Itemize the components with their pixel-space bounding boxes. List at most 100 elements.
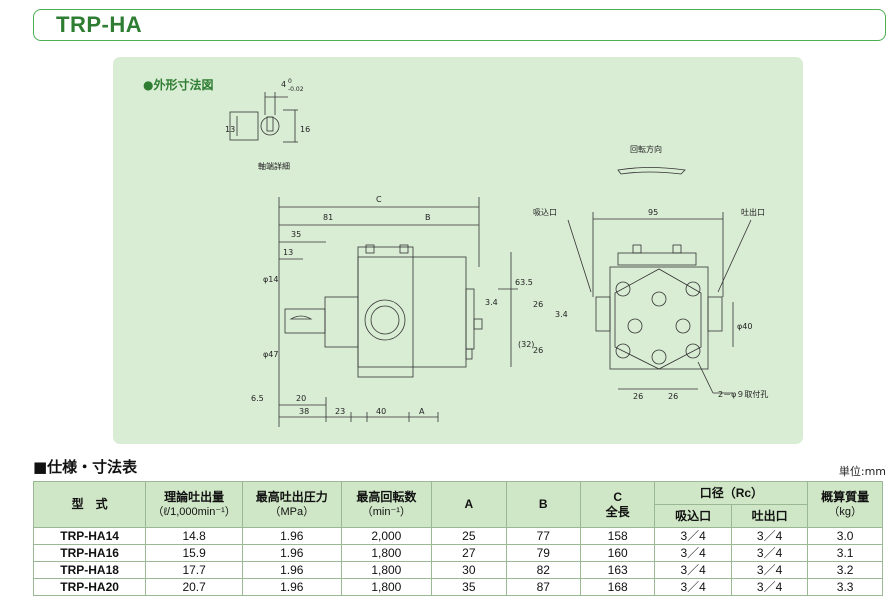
dimension-drawing: 4 0 -0.02 13 16 軸端詳細 回転方向 C 81 B 35 13 φ… [225,78,768,427]
cell-mass: 3.0 [807,527,883,545]
header-speed-label: 最高回転数 [356,489,417,504]
cell-B: 82 [505,561,581,579]
cell-speed: 1,800 [340,578,433,596]
dim-81: 81 [323,213,333,222]
dim-35: 35 [291,230,301,239]
cell-pressure: 1.96 [242,578,342,596]
front-body [357,256,467,368]
cell-discharge: 3／4 [730,561,809,579]
header-A: A [431,481,507,528]
dim-63-5: 63.5 [515,278,533,287]
spec-section-title: ■仕様・寸法表 [33,458,138,476]
key-tol-lower: -0.02 [288,86,304,93]
cell-mass: 3.3 [807,578,883,596]
header-flow-label: 理論吐出量 [164,489,225,504]
key-tol-upper: 0 [288,78,292,85]
unit-label: 単位:mm [838,465,886,478]
header-B: B [505,481,581,528]
cell-A: 30 [431,561,507,579]
suction-label: 吸込口 [533,208,557,217]
cell-A: 27 [431,544,507,562]
dim-40: 40 [376,407,386,416]
cell-suction: 3／4 [654,544,732,562]
cell-flow: 15.9 [145,544,244,562]
header-C-sub: 全長 [605,504,630,519]
cell-flow: 17.7 [145,561,244,579]
key-slot [266,116,274,132]
cell-A: 35 [431,578,507,596]
header-port: 口径（Rc） [654,481,809,505]
cell-discharge: 3／4 [730,544,809,562]
dim-23: 23 [335,407,345,416]
cell-model: TRP-HA16 [32,544,147,562]
dim-32: (32) [518,340,534,349]
shaft-end-outline [229,111,259,141]
table-row: TRP-HA14 14.8 1.96 2,000 25 77 158 3／4 3… [32,527,883,545]
dim-16: 16 [300,125,310,134]
dim-95: 95 [648,208,658,217]
dim-C: C [376,195,382,204]
cell-pressure: 1.96 [242,544,342,562]
cell-speed: 1,800 [340,544,433,562]
drawing-panel [113,57,803,444]
dim-phi40: φ40 [737,322,752,331]
title-box: TRP-HA [33,9,886,41]
shaft [284,308,326,334]
shaft-circle [260,116,280,136]
dim-B: B [425,213,431,222]
cell-A: 25 [431,527,507,545]
key-width-dim: 4 [281,80,286,89]
header-speed: 最高回転数 （min⁻¹） [340,481,433,528]
cell-C: 158 [579,527,656,545]
header-mass-unit: （kg） [828,505,862,518]
dim-phi47: φ47 [263,350,278,359]
dim-38: 38 [299,407,309,416]
cell-model: TRP-HA18 [32,561,147,579]
header-suction: 吸込口 [654,504,732,528]
table-row: TRP-HA20 20.7 1.96 1,800 35 87 168 3／4 3… [32,578,883,596]
drawing-label: ●外形寸法図 [143,78,214,92]
dim-26b: 26 [533,346,543,355]
header-pressure: 最高吐出圧力 （MPa） [242,481,342,528]
cell-B: 77 [505,527,581,545]
dim-3-4b: 3.4 [555,310,568,319]
flange [324,296,359,348]
header-model: 型 式 [32,481,147,528]
header-mass: 概算質量 （kg） [807,481,883,528]
header-pressure-label: 最高吐出圧力 [255,489,328,504]
cell-discharge: 3／4 [730,527,809,545]
spec-table: 型 式 理論吐出量 （ℓ/1,000min⁻¹） 最高吐出圧力 （MPa） 最高… [32,481,883,596]
cell-suction: 3／4 [654,527,732,545]
square-flange [614,268,702,370]
header-C-label: C [613,489,623,504]
cell-speed: 2,000 [340,527,433,545]
shaft-detail-label: 軸端詳細 [258,161,290,171]
dim-A: A [419,407,425,416]
header-mass-label: 概算質量 [821,489,870,504]
dim-26c: 26 [633,392,643,401]
dim-13: 13 [225,125,235,134]
cell-B: 79 [505,544,581,562]
cell-mass: 3.1 [807,544,883,562]
header-pressure-unit: （MPa） [269,505,315,518]
dim-6-5: 6.5 [251,394,264,403]
cell-C: 163 [579,561,656,579]
dim-13b: 13 [283,248,293,257]
header-flow-unit: （ℓ/1,000min⁻¹） [152,505,236,518]
cell-model: TRP-HA20 [32,578,147,596]
rotation-arrow [617,167,686,175]
cell-pressure: 1.96 [242,561,342,579]
cell-flow: 14.8 [145,527,244,545]
page-title: TRP-HA [56,12,143,37]
dim-20: 20 [296,394,306,403]
dim-3-4: 3.4 [485,298,498,307]
table-row: TRP-HA16 15.9 1.96 1,800 27 79 160 3／4 3… [32,544,883,562]
cell-speed: 1,800 [340,561,433,579]
cell-suction: 3／4 [654,578,732,596]
cell-B: 87 [505,578,581,596]
cell-suction: 3／4 [654,561,732,579]
cell-C: 168 [579,578,656,596]
dim-phi14: φ14 [263,275,278,284]
dim-26a: 26 [533,300,543,309]
cell-model: TRP-HA14 [32,527,147,545]
